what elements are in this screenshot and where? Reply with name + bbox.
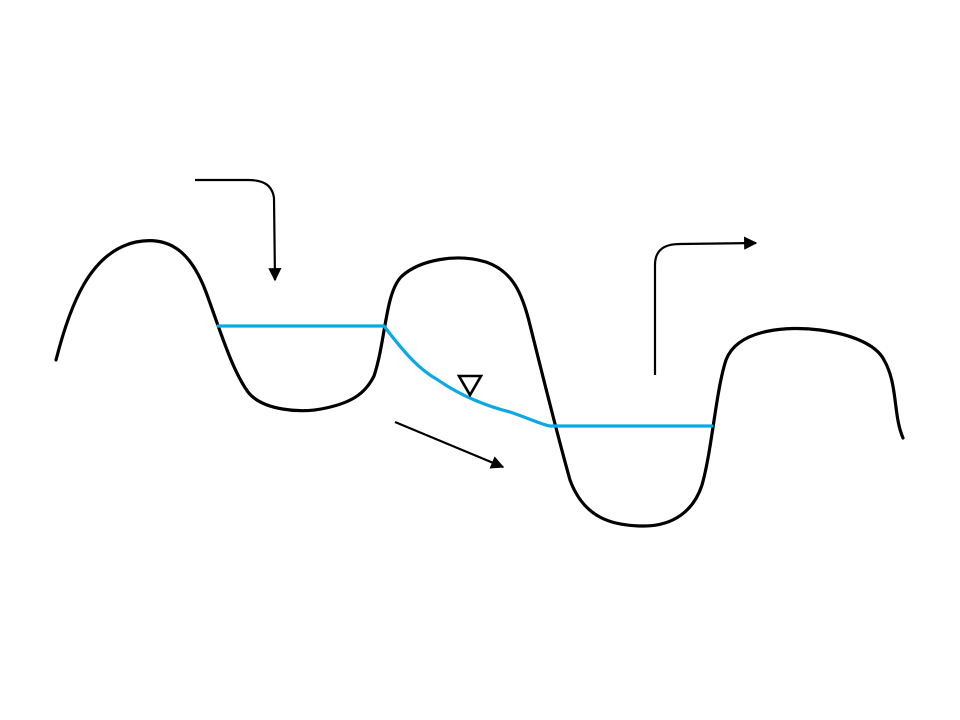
inverted-triangle-icon (456, 374, 484, 398)
water-surface (216, 324, 714, 428)
terrain-profile (54, 239, 905, 528)
outflow-arrow (653, 236, 758, 375)
flow-direction-arrow (394, 420, 505, 469)
inflow-arrow (195, 178, 282, 282)
